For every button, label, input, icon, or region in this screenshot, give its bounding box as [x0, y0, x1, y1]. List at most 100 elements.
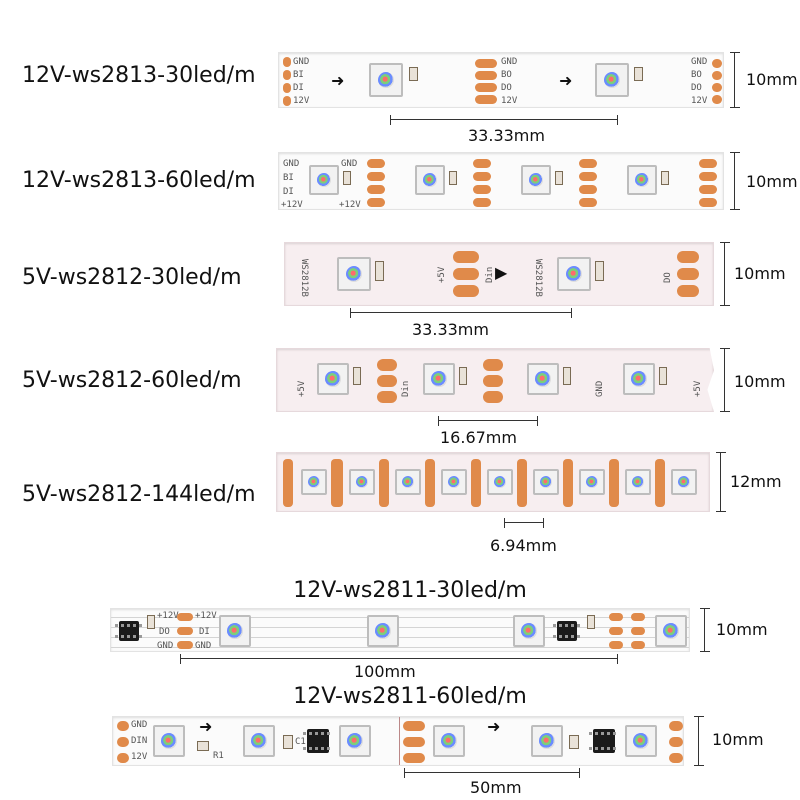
capacitor [197, 741, 209, 751]
pad-label-din: Din [401, 380, 411, 397]
capacitor [283, 735, 293, 749]
led-chip [527, 363, 559, 395]
arrow-right-icon: ▶ [495, 263, 508, 282]
copper-pad [655, 459, 665, 507]
copper-pad [609, 641, 623, 649]
pitch-label: 33.33mm [468, 126, 545, 145]
led-chip [441, 469, 467, 495]
width-dimension-line [730, 152, 740, 210]
copper-pad [425, 459, 435, 507]
pad-label-do: DO [159, 627, 170, 637]
strip-label-ws2812-30: 5V-ws2812-30led/m [22, 265, 242, 290]
led-chip [623, 363, 655, 395]
copper-pad [283, 83, 291, 93]
copper-pad [483, 391, 503, 403]
copper-pad [473, 159, 491, 168]
width-label: 12mm [730, 472, 782, 491]
copper-pad [579, 198, 597, 207]
width-label: 10mm [734, 372, 786, 391]
copper-pad [609, 613, 623, 621]
copper-pad [117, 737, 129, 747]
capacitor [409, 67, 418, 81]
led-chip [513, 615, 545, 647]
chip-label-r1: R1 [213, 751, 224, 761]
pad-label-gnd-out: GND [501, 57, 518, 67]
copper-pad [579, 159, 597, 168]
led-chip [301, 469, 327, 495]
driver-ic [115, 621, 143, 641]
copper-pad [403, 753, 425, 763]
capacitor [343, 171, 351, 185]
copper-pad [563, 459, 573, 507]
copper-pad [609, 627, 623, 635]
width-label: 10mm [712, 730, 764, 749]
led-chip [557, 257, 591, 291]
pad-label-12v: +12V [339, 200, 361, 210]
copper-pad [669, 737, 683, 747]
copper-pad [367, 172, 385, 181]
chip-label-c1: C1 [295, 737, 306, 747]
strip-label-ws2811-30: 12V-ws2811-30led/m [293, 578, 527, 603]
copper-pad [475, 59, 497, 68]
pad-label-gnd-end: GND [691, 57, 708, 67]
chip-marking: WS2812B [533, 259, 543, 297]
copper-pad [453, 251, 479, 263]
pad-label-din: Din [485, 266, 495, 283]
width-dimension-line [720, 242, 730, 306]
copper-pad [177, 613, 193, 621]
pad-label-gnd: GND [595, 380, 605, 397]
pitch-label: 100mm [354, 662, 416, 681]
pad-label-12v: +12V [281, 200, 303, 210]
pad-label-di: DI [199, 627, 210, 637]
capacitor [569, 735, 579, 749]
pitch-dimension-line [504, 518, 544, 528]
copper-pad [283, 70, 291, 80]
pad-label-do: DO [663, 272, 673, 283]
copper-pad [712, 83, 722, 92]
pitch-dimension-line [350, 308, 572, 318]
led-chip [433, 725, 465, 757]
copper-pad [677, 268, 699, 280]
led-chip [243, 725, 275, 757]
led-chip [625, 725, 657, 757]
copper-pad [699, 185, 717, 194]
copper-trace [111, 647, 689, 648]
copper-pad [403, 737, 425, 747]
copper-pad [283, 96, 291, 106]
pad-label-gnd: GND [341, 159, 358, 169]
copper-pad [699, 198, 717, 207]
strip-photo-ws2812-144 [276, 452, 710, 512]
led-chip [655, 615, 687, 647]
pad-label-5v: +5V [437, 266, 447, 283]
width-dimension-line [694, 716, 704, 766]
copper-pad [699, 159, 717, 168]
copper-trace [111, 627, 689, 628]
driver-ic [589, 729, 619, 753]
strip-label-ws2812-144: 5V-ws2812-144led/m [22, 482, 256, 507]
led-chip [349, 469, 375, 495]
copper-pad [631, 641, 645, 649]
copper-pad [677, 285, 699, 297]
strip-photo-ws2813-30: GND BI DI 12V ➜ GND BO DO 12V ➜ GND BO D… [278, 52, 724, 108]
pitch-dimension-line [390, 115, 618, 125]
pad-label-do: DO [501, 83, 512, 93]
copper-pad [367, 185, 385, 194]
copper-pad [473, 198, 491, 207]
copper-pad [379, 459, 389, 507]
pad-label-gnd: GND [131, 720, 148, 730]
pad-label-gnd-in: GND [195, 641, 212, 651]
copper-pad [367, 159, 385, 168]
strip-photo-ws2812-30: WS2812B +5V Din ▶ WS2812B DO [284, 242, 714, 306]
width-dimension-line [716, 452, 726, 512]
width-label: 10mm [746, 172, 798, 191]
copper-pad [631, 627, 645, 635]
copper-pad [473, 172, 491, 181]
copper-pad [483, 359, 503, 371]
width-label: 10mm [716, 620, 768, 639]
copper-pad [453, 285, 479, 297]
capacitor [449, 171, 457, 185]
led-chip [317, 363, 349, 395]
copper-pad [283, 57, 291, 67]
copper-pad [517, 459, 527, 507]
strip-photo-ws2812-60: +5V Din GND +5V [276, 348, 714, 412]
